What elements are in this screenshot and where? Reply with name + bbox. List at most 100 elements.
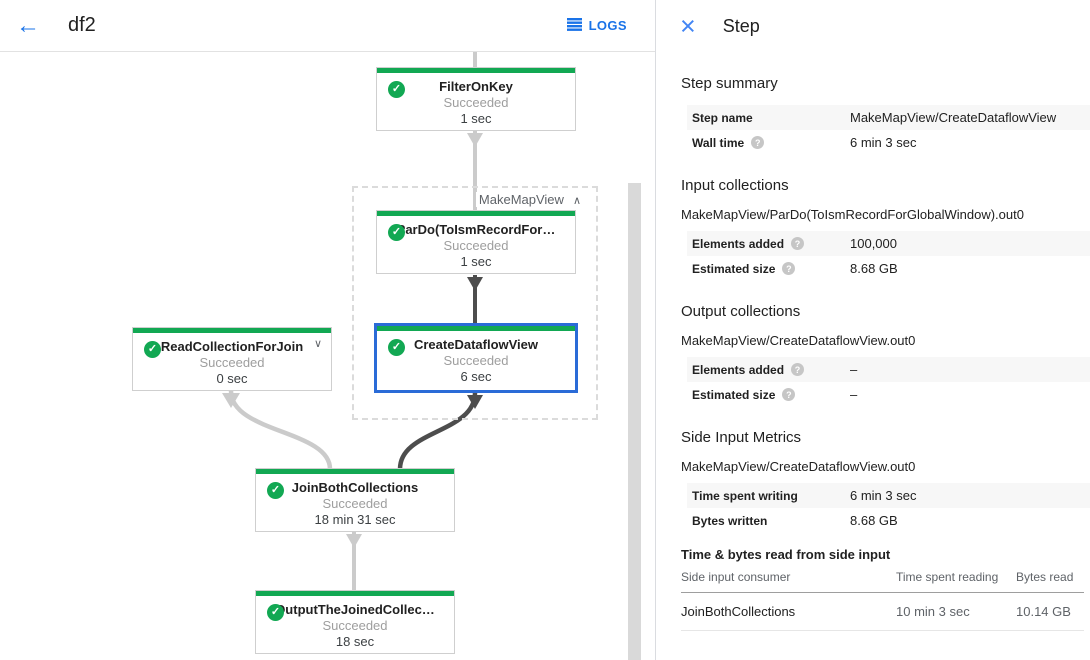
logs-button[interactable]: LOGS xyxy=(566,17,627,34)
success-check-icon: ✓ xyxy=(144,341,161,358)
table-cell-time-read: 10 min 3 sec xyxy=(896,604,970,619)
back-button[interactable]: ← xyxy=(16,11,40,39)
success-check-icon: ✓ xyxy=(267,482,284,499)
node-status-bar xyxy=(377,211,575,216)
node-readcollectionforjoin[interactable]: ✓ ∨ ReadCollectionForJoin Succeeded 0 se… xyxy=(132,327,332,391)
node-title: CreateDataflowView xyxy=(413,337,539,352)
graph-edges xyxy=(222,52,483,591)
metric-row: Estimated size? – xyxy=(687,382,1090,407)
node-joinbothcollections[interactable]: ✓ JoinBothCollections Succeeded 18 min 3… xyxy=(255,468,455,532)
graph-scrollbar[interactable] xyxy=(628,183,641,660)
node-pardo-toismrecord[interactable]: ✓ ParDo(ToIsmRecordFor… Succeeded 1 sec xyxy=(376,210,576,274)
metric-row: Elements added? 100,000 xyxy=(687,231,1090,256)
metric-label: Wall time? xyxy=(692,136,850,150)
input-collections-section: Input collections MakeMapView/ParDo(ToIs… xyxy=(681,177,1090,281)
node-status: Succeeded xyxy=(443,95,509,110)
output-collections-section: Output collections MakeMapView/CreateDat… xyxy=(681,303,1090,407)
success-check-icon: ✓ xyxy=(267,604,284,621)
metric-value: – xyxy=(850,362,858,377)
side-input-read-table: Time & bytes read from side input Side i… xyxy=(681,547,1084,631)
success-check-icon: ✓ xyxy=(388,339,405,356)
section-heading-side-input-metrics: Side Input Metrics xyxy=(681,429,802,446)
collection-name: MakeMapView/ParDo(ToIsmRecordForGlobalWi… xyxy=(681,207,1024,222)
node-status-bar xyxy=(256,591,454,596)
table-title: Time & bytes read from side input xyxy=(681,547,891,562)
help-icon[interactable]: ? xyxy=(782,262,796,275)
panel-title: Step xyxy=(722,15,760,36)
column-header: Time spent reading xyxy=(896,570,999,584)
metric-label: Estimated size? xyxy=(692,262,850,276)
panel-header: × Step xyxy=(656,0,1090,52)
node-filteronkey[interactable]: ✓ FilterOnKey Succeeded 1 sec xyxy=(376,67,576,131)
logs-label: LOGS xyxy=(588,18,627,33)
node-status: Succeeded xyxy=(199,355,265,370)
metric-row: Step name MakeMapView/CreateDataflowView xyxy=(687,105,1090,130)
collection-name: MakeMapView/CreateDataflowView.out0 xyxy=(681,333,916,348)
success-check-icon: ✓ xyxy=(388,81,405,98)
section-heading-step-summary: Step summary xyxy=(681,75,778,92)
node-outputthejoinedcollection[interactable]: ✓ OutputTheJoinedCollec… Succeeded 18 se… xyxy=(255,590,455,654)
metric-label: Estimated size? xyxy=(692,388,850,402)
node-status: Succeeded xyxy=(443,353,509,368)
node-status: Succeeded xyxy=(322,618,388,633)
section-heading-input-collections: Input collections xyxy=(681,177,789,194)
metric-label: Step name xyxy=(692,110,753,125)
metric-label: Time spent writing xyxy=(692,488,798,503)
metric-row: Wall time? 6 min 3 sec xyxy=(687,130,1090,155)
metric-value: 6 min 3 sec xyxy=(850,135,917,150)
help-icon[interactable]: ? xyxy=(791,237,805,250)
help-icon[interactable]: ? xyxy=(782,388,796,401)
node-status-bar xyxy=(256,469,454,474)
node-duration: 6 sec xyxy=(460,369,492,384)
table-header-row: Side input consumer Time spent reading B… xyxy=(681,563,1084,593)
metric-row: Time spent writing 6 min 3 sec xyxy=(687,483,1090,508)
help-icon[interactable]: ? xyxy=(791,363,805,376)
node-duration: 18 sec xyxy=(335,634,375,649)
success-check-icon: ✓ xyxy=(388,224,405,241)
node-title: ReadCollectionForJoin xyxy=(160,339,304,354)
side-input-metrics-section: Side Input Metrics MakeMapView/CreateDat… xyxy=(681,429,1090,533)
metric-value: – xyxy=(850,387,858,402)
metric-label: Elements added? xyxy=(692,363,850,377)
metric-row: Bytes written 8.68 GB xyxy=(687,508,1090,533)
column-header: Bytes read xyxy=(1016,570,1074,584)
chevron-down-icon[interactable]: ∨ xyxy=(313,338,322,350)
panel-body: Step summary Step name MakeMapView/Creat… xyxy=(656,52,1090,631)
metric-value: 100,000 xyxy=(850,236,897,251)
step-details-panel: × Step Step summary Step name MakeMapVie… xyxy=(656,0,1090,660)
node-title: FilterOnKey xyxy=(439,79,513,94)
panel-divider xyxy=(655,0,656,660)
logs-icon xyxy=(566,17,582,34)
group-makemapview: MakeMapView ∧ xyxy=(352,186,598,420)
node-duration: 18 min 31 sec xyxy=(314,512,396,527)
node-status-bar xyxy=(377,326,575,331)
chevron-up-icon: ∧ xyxy=(572,195,581,207)
collection-name: MakeMapView/CreateDataflowView.out0 xyxy=(681,459,916,474)
metric-row: Elements added? – xyxy=(687,357,1090,382)
group-makemapview-toggle[interactable]: MakeMapView ∧ xyxy=(475,192,584,207)
node-status: Succeeded xyxy=(322,496,388,511)
metric-value: MakeMapView/CreateDataflowView xyxy=(850,110,1057,125)
group-label: MakeMapView xyxy=(478,192,564,207)
node-duration: 0 sec xyxy=(216,371,248,386)
node-status: Succeeded xyxy=(443,238,509,253)
metric-row: Estimated size? 8.68 GB xyxy=(687,256,1090,281)
metric-value: 6 min 3 sec xyxy=(850,488,917,503)
metric-label: Elements added? xyxy=(692,237,850,251)
metric-label: Bytes written xyxy=(692,513,768,528)
section-heading-output-collections: Output collections xyxy=(681,303,801,320)
node-createdataflowview[interactable]: ✓ CreateDataflowView Succeeded 6 sec xyxy=(374,323,578,393)
node-duration: 1 sec xyxy=(460,254,492,269)
metric-value: 8.68 GB xyxy=(850,513,898,528)
graph-header: ← df2 LOGS xyxy=(0,0,655,51)
table-row: JoinBothCollections 10 min 3 sec 10.14 G… xyxy=(681,593,1084,631)
header-divider xyxy=(0,51,1090,52)
node-status-bar xyxy=(377,68,575,73)
metric-value: 8.68 GB xyxy=(850,261,898,276)
column-header: Side input consumer xyxy=(681,570,791,584)
node-status-bar xyxy=(133,328,331,333)
close-icon[interactable]: × xyxy=(680,10,696,41)
node-duration: 1 sec xyxy=(460,111,492,126)
help-icon[interactable]: ? xyxy=(751,136,765,149)
job-graph: MakeMapView ∧ ✓ FilterOnKey Succeeded 1 s… xyxy=(0,52,655,660)
